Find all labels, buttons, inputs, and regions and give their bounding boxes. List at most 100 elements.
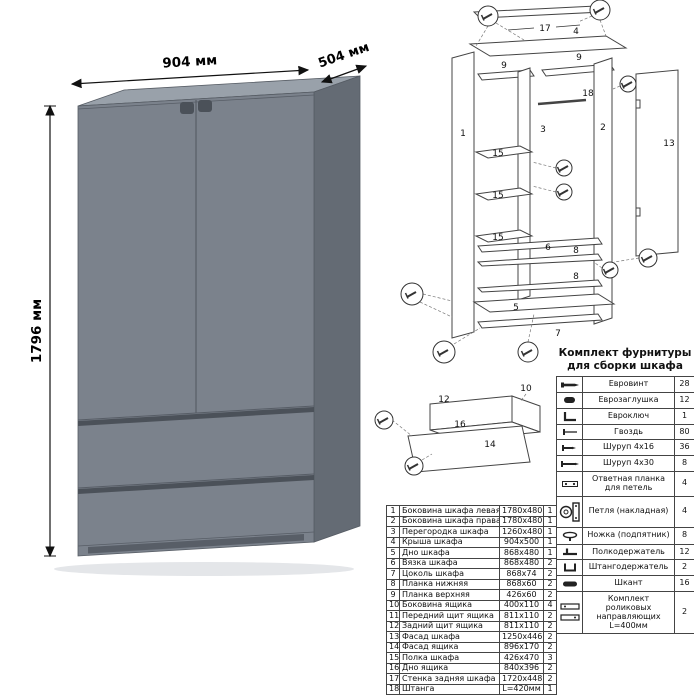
drawer-part-labels: 12 10 16 14 [438,384,532,450]
roller-slides-icon [559,603,580,621]
hw-qty-cell: 12 [674,543,694,561]
part-label: 12 [438,395,449,405]
door-bottom-gap [77,405,315,421]
cell-size: 904x500 [499,536,544,548]
hardware-row: Ответная планка для петель 4 [556,470,694,497]
cell-no: 17 [386,673,400,685]
cell-qty: 1 [543,505,557,517]
cell-no: 10 [386,599,400,611]
exploded-left-side-panel [451,51,475,339]
hw-icon-cell [556,470,583,497]
hw-name-cell: Петля (накладная) [582,495,675,528]
exploded-door-panel [635,69,679,257]
hw-icon-cell [556,543,583,561]
cell-no: 1 [386,505,400,517]
cell-size: 811x110 [499,610,544,622]
cell-size: 811x110 [499,620,544,632]
screw-4x30-icon [560,460,579,467]
hardware-row: Полкодержатель 12 [556,543,694,561]
hw-name-cell: Гвоздь [582,423,675,441]
hardware-row: Гвоздь 80 [556,423,694,441]
cell-qty: 2 [543,620,557,632]
cell-no: 2 [386,515,400,527]
cell-no: 8 [386,578,400,590]
cell-name: Боковина шкафа левая [399,505,500,517]
hex-key-icon [563,412,576,422]
hw-name-cell: Шкант [582,575,675,593]
cell-name: Фасад ящика [399,641,500,653]
cell-size: 426x470 [499,652,544,664]
exploded-shelf-3 [474,229,534,243]
cell-qty: 2 [543,631,557,643]
height-dimension-label: 1796 мм [29,299,45,363]
cell-name: Планка нижняя [399,578,500,590]
shelf-support-icon [562,548,577,556]
part-label: 5 [513,303,519,313]
cell-name: Стенка задняя шкафа [399,673,500,685]
strike-plate-icon [561,480,578,487]
cell-size: 868x480 [499,547,544,559]
hw-icon-cell [556,559,583,577]
cell-size: L=420мм [499,683,544,695]
cell-qty: 2 [543,568,557,580]
drawer2-groove [78,475,314,494]
hardware-row: Ножка (подпятник) 8 [556,526,694,545]
exploded-plinth [477,313,603,329]
drawer-fascia-panel [407,425,531,473]
cell-no: 4 [386,536,400,548]
cell-qty: 2 [543,641,557,653]
hw-name-cell: Штангодержатель [582,559,675,577]
cell-size: 896x170 [499,641,544,653]
cell-qty: 2 [543,589,557,601]
cell-qty: 1 [543,683,557,695]
cell-name: Штанга [399,683,500,695]
cell-size: 1260x480 [499,526,544,538]
cell-no: 16 [386,662,400,674]
cell-qty: 3 [543,652,557,664]
cell-no: 3 [386,526,400,538]
exploded-part-labels: 17 4 9 9 18 1 3 2 13 15 15 15 6 8 8 5 7 [460,24,675,339]
hardware-kit-title-line2: для сборки шкафа [567,359,683,372]
cell-name: Боковина шкафа правая [399,515,500,527]
hardware-row: Еврозаглушка 12 [556,391,694,409]
part-label: 15 [492,149,503,159]
hw-name-cell: Евроключ [582,407,675,425]
exploded-shelf-1 [474,145,534,159]
door-hinge-mark-bottom [635,207,641,217]
plinth-gap [77,531,315,547]
hw-qty-cell: 2 [674,591,694,635]
cell-name: Боковина ящика [399,599,500,611]
hw-icon-cell [556,575,583,593]
hw-icon-cell [556,391,583,409]
hardware-row: Шкант 16 [556,575,694,593]
floor-shadow [54,562,354,576]
hw-qty-cell: 1 [674,407,694,425]
hw-name-cell: Полкодержатель [582,543,675,561]
hw-icon-cell [556,455,583,472]
cell-size: 868x60 [499,578,544,590]
width-dimension: 904 мм [70,52,310,89]
part-label: 13 [663,139,674,149]
cell-qty: 1 [543,536,557,548]
hw-icon-cell [556,495,583,528]
hanging-rod [537,98,587,106]
exploded-bottom-rail-1 [476,253,603,267]
part-label: 15 [492,233,503,243]
part-label: 8 [573,246,579,256]
hw-icon-cell [556,407,583,425]
depth-dimension: 504 мм [316,40,371,84]
cell-no: 14 [386,641,400,653]
part-label: 1 [460,129,466,139]
exploded-bottom-rail-2 [476,279,603,293]
exploded-assembly-diagram: 17 4 9 9 18 1 3 2 13 15 15 15 6 8 8 5 7 [400,0,679,364]
hardware-row: Штангодержатель 2 [556,559,694,577]
foot-icon [562,531,577,541]
hw-name-cell: Ответная планка для петель [582,470,675,497]
cell-qty: 1 [543,547,557,559]
